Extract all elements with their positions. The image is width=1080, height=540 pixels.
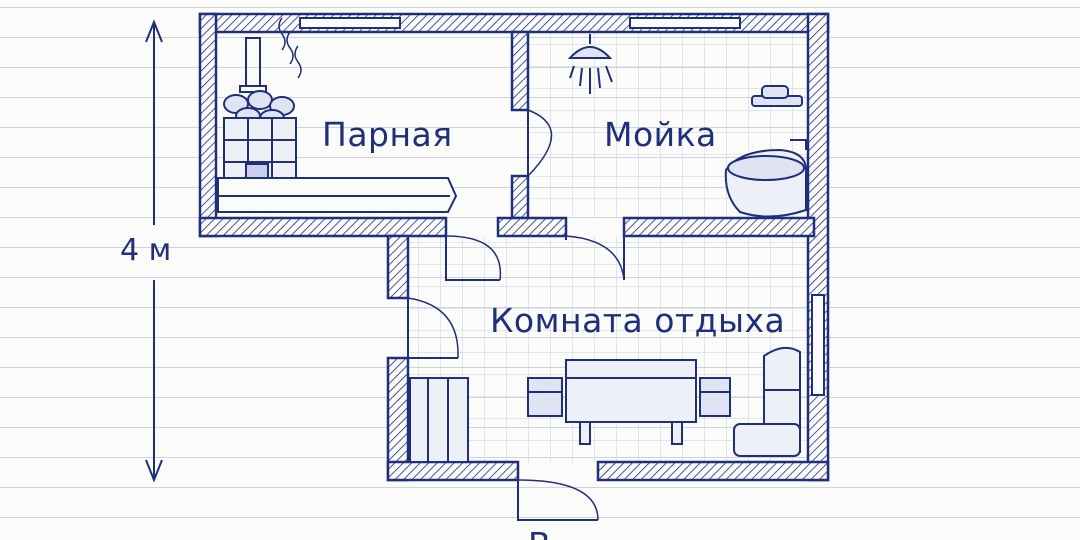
stool-icon — [527, 377, 731, 417]
steam-room-label: Парная — [322, 115, 453, 154]
height-dimension-line — [145, 19, 163, 483]
steam-icon — [278, 17, 302, 79]
armchair-icon — [733, 346, 801, 457]
washing-room-label: Мойка — [604, 115, 717, 154]
locker — [409, 377, 469, 463]
shower-icon — [567, 34, 613, 94]
rest-room-label: Комната отдыха — [490, 301, 785, 340]
sauna-stove-icon — [223, 37, 297, 187]
soap-dish-icon — [751, 85, 803, 107]
entrance-label: В — [528, 525, 551, 540]
wash-basin-icon — [724, 139, 807, 218]
bench — [217, 177, 458, 213]
table-icon — [565, 359, 697, 445]
windows — [299, 17, 825, 396]
height-label: 4 м — [120, 233, 171, 268]
door-icon — [407, 109, 625, 521]
